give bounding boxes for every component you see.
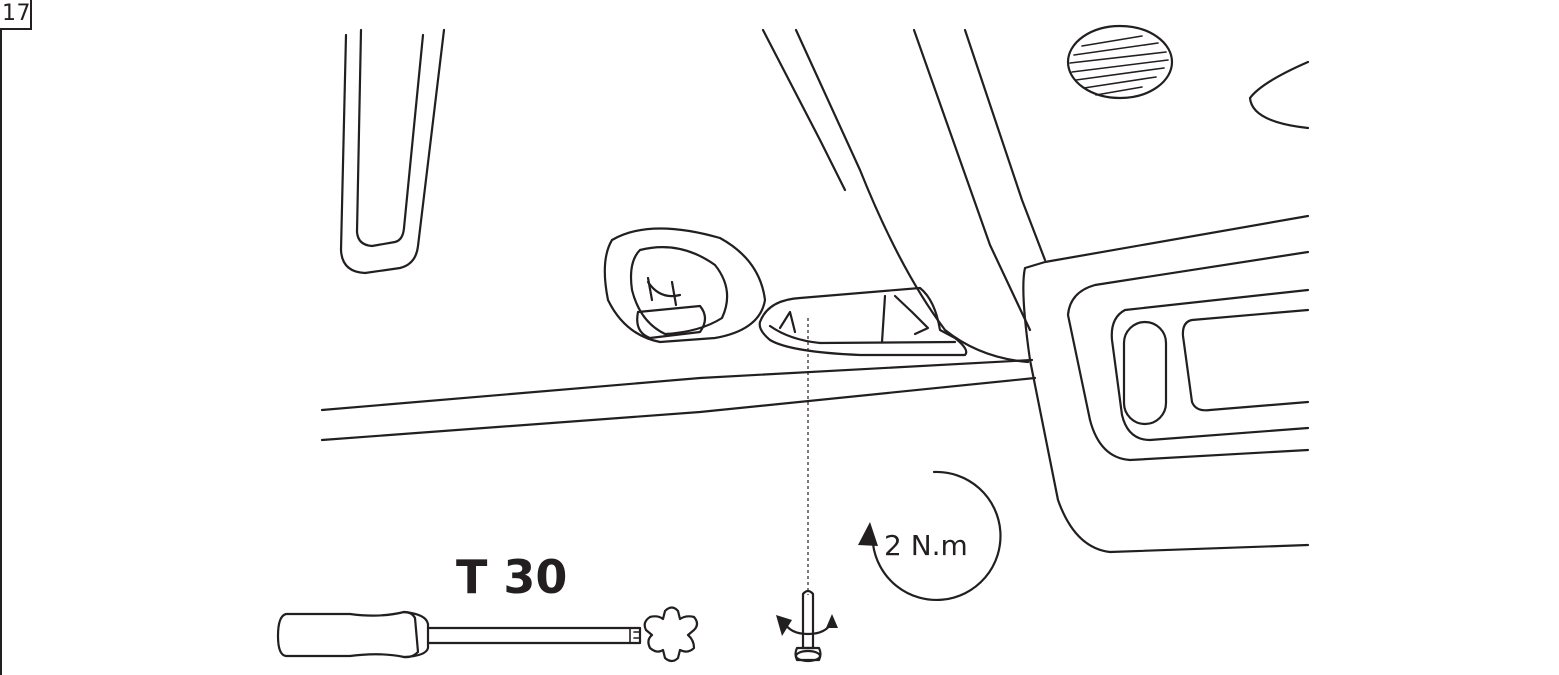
tool-label: T 30 xyxy=(456,550,567,604)
seat-post-shape xyxy=(339,28,446,275)
bracket-housing xyxy=(758,286,968,357)
torque-arrow-icon xyxy=(858,470,1002,602)
screwdriver-icon xyxy=(276,610,642,659)
grille-vent xyxy=(1066,24,1174,100)
tighten-arrow-icon xyxy=(776,614,838,636)
torque-value: 2 N.m xyxy=(884,529,968,562)
floor-edge xyxy=(320,358,1037,442)
clip-fixture xyxy=(603,227,767,344)
step-number-box: 17 xyxy=(0,0,32,30)
torx-bit-icon xyxy=(643,606,699,663)
left-border-rule xyxy=(0,30,2,675)
screw-icon xyxy=(794,589,822,663)
side-module xyxy=(1022,214,1310,554)
lamp-outline xyxy=(1248,60,1310,130)
step-number: 17 xyxy=(2,1,31,26)
body-panel xyxy=(761,28,1047,364)
